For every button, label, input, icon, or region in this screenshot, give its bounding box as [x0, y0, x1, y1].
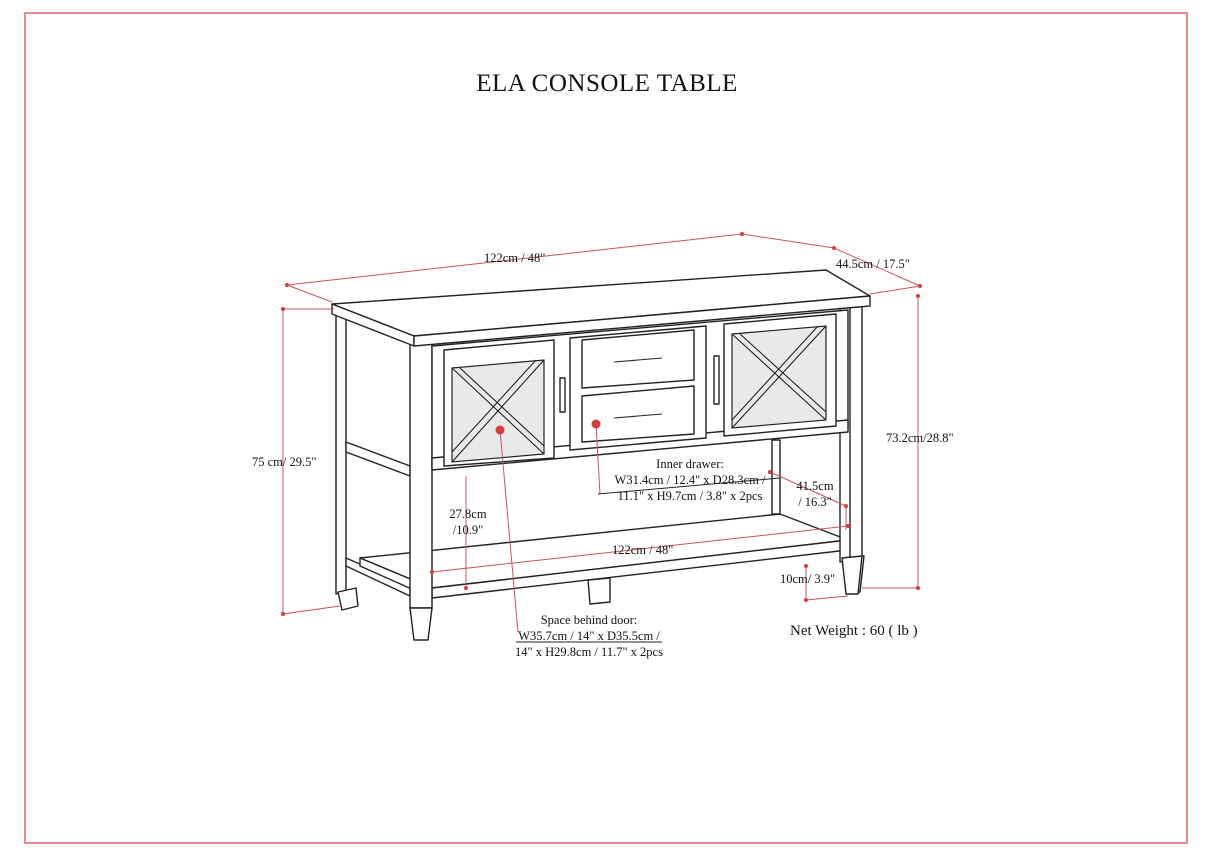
- shelf-depth-in: / 16.3": [798, 495, 832, 509]
- page-frame: [24, 12, 1188, 844]
- shelf-width-label: 122cm / 48": [612, 543, 674, 557]
- lower-drawer-handle: [613, 413, 663, 419]
- depth-label: 44.5cm / 17.5": [836, 257, 910, 271]
- space-behind-door-callout: Space behind door: W35.7cm / 14" x D35.5…: [512, 612, 666, 660]
- right-door-handle: [713, 355, 720, 405]
- inner-drawer-marker: [591, 419, 601, 429]
- inner-drawer-callout: Inner drawer: W31.4cm / 12.4" x D28.3cm …: [598, 456, 782, 504]
- inner-drawer-heading: Inner drawer:: [656, 457, 724, 471]
- shelf-clearance-in: /10.9": [452, 523, 484, 537]
- upper-drawer-handle: [613, 357, 663, 363]
- left-door-handle: [559, 377, 566, 413]
- total-height-label: 75 cm/ 29.5": [252, 455, 317, 469]
- side-height-label: 73.2cm/28.8": [886, 431, 954, 445]
- net-weight: Net Weight : 60 ( lb ): [790, 623, 918, 639]
- inner-drawer-line2: 11.1" x H9.7cm / 3.8" x 2pcs: [617, 489, 763, 503]
- shelf-clearance-cm: 27.8cm: [449, 507, 487, 521]
- space-behind-door-heading: Space behind door:: [540, 613, 638, 627]
- space-behind-door-line1: W35.7cm / 14" x D35.5cm /: [518, 629, 660, 643]
- upper-drawer: [581, 329, 695, 389]
- space-behind-door-marker: [495, 425, 505, 435]
- space-behind-door-line2: 14" x H29.8cm / 11.7" x 2pcs: [515, 645, 663, 659]
- shelf-depth-label: 41.5cm / 16.3": [790, 478, 840, 510]
- shelf-depth-cm: 41.5cm: [796, 479, 834, 493]
- lower-drawer: [581, 385, 695, 443]
- dimension-lines: [281, 232, 922, 643]
- inner-drawer-line1: W31.4cm / 12.4" x D28.3cm /: [614, 473, 766, 487]
- leg-height-label: 10cm/ 3.9": [780, 572, 836, 586]
- page-title: ELA CONSOLE TABLE: [476, 70, 738, 97]
- shelf-clearance-label: 27.8cm /10.9": [440, 506, 496, 538]
- top-width-label: 122cm / 48": [484, 251, 546, 265]
- console-table-illustration: [331, 269, 871, 641]
